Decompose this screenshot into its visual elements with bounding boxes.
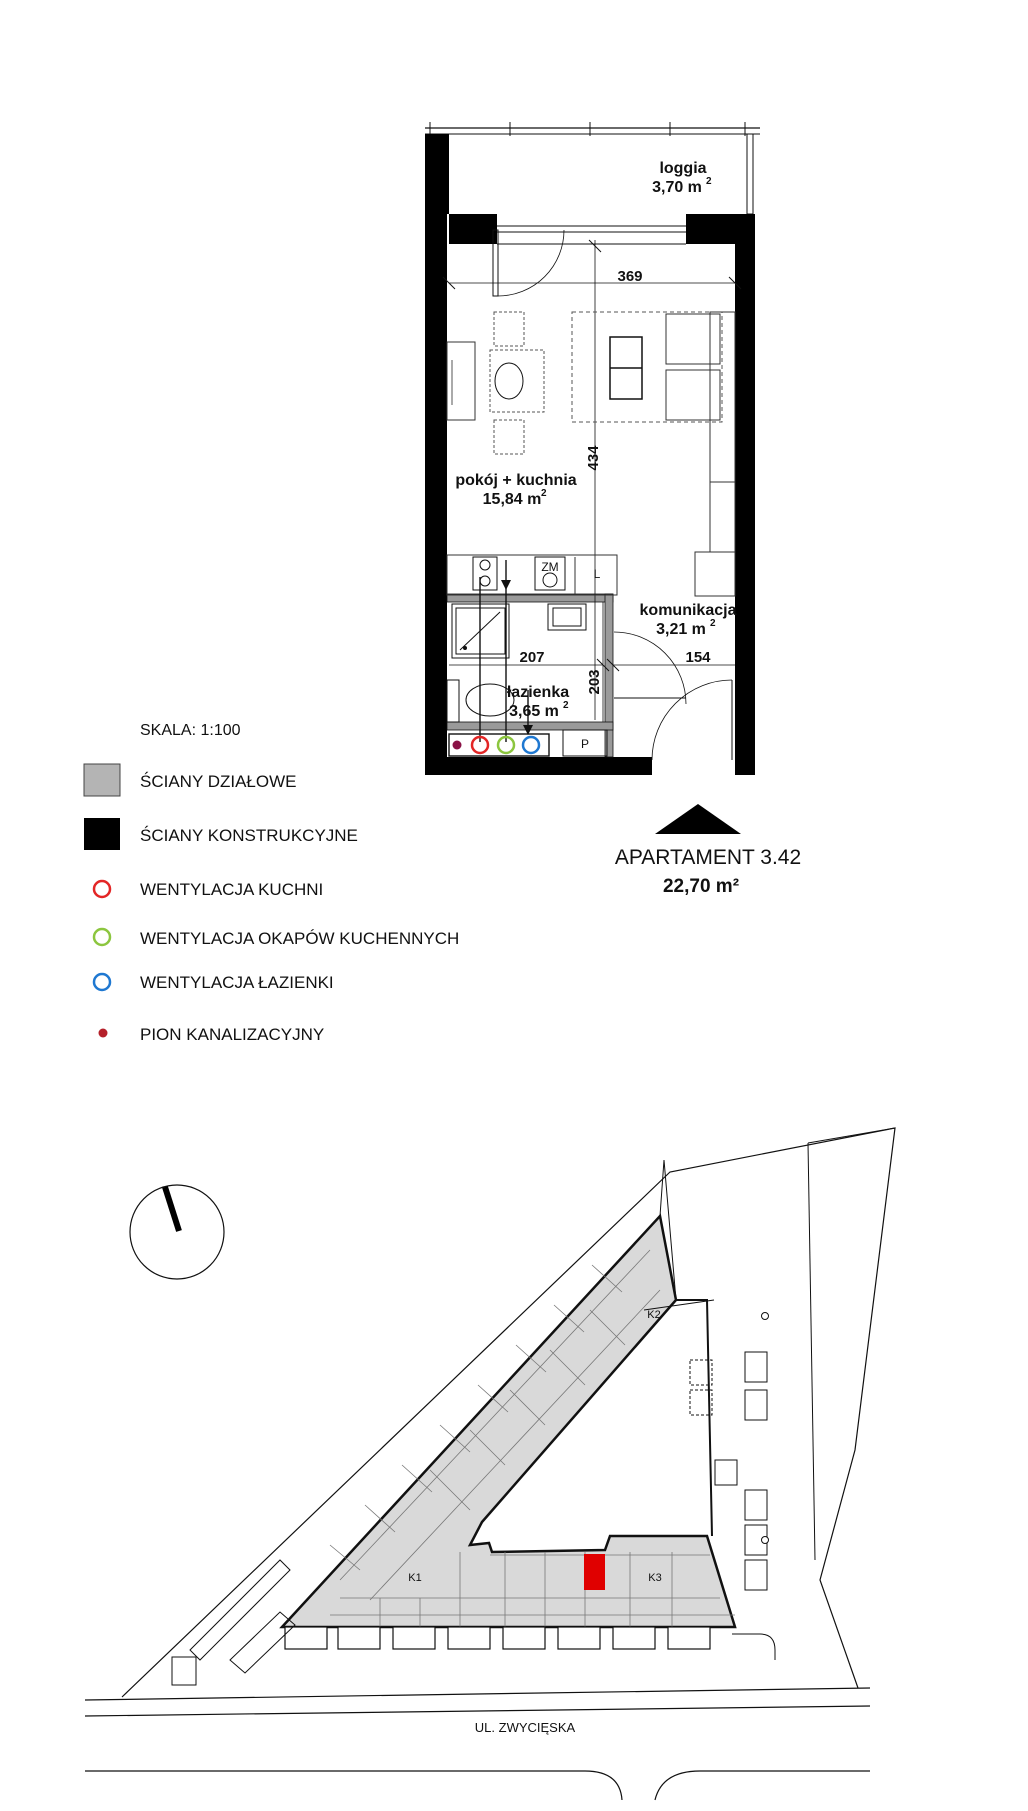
bath-area-sup: 2: [563, 700, 569, 711]
staircase-k2-label: K2: [647, 1309, 660, 1321]
dimension-154: 154: [685, 649, 711, 666]
scale-label: SKALA: 1:100: [140, 722, 241, 739]
legend-structural-walls: ŚCIANY KONSTRUKCYJNE: [140, 826, 358, 845]
boiler-label: P: [581, 737, 589, 751]
hall-area: 3,21 m: [656, 621, 706, 638]
compass: [129, 1184, 225, 1280]
staircase-k3-label: K3: [648, 1572, 661, 1584]
living-area-sup: 2: [541, 488, 547, 499]
black-square-icon: [84, 818, 120, 850]
legend-bathroom-ventilation: WENTYLACJA ŁAZIENKI: [140, 973, 334, 992]
bath-area: 3,65 m: [509, 703, 559, 720]
living-label: pokój + kuchnia: [455, 472, 576, 489]
staircase-k1-label: K1: [408, 1572, 421, 1584]
compass-circle-icon: [129, 1184, 225, 1280]
building-footprint: [279, 1213, 737, 1629]
blue-ring-icon: [92, 972, 112, 992]
apartment-plan: loggia 3,70 m 2 pokój + kuchnia 15,84 m …: [425, 122, 801, 897]
legend-sewer-riser: PION KANALIZACYJNY: [140, 1025, 324, 1044]
street-name: UL. ZWYCIĘSKA: [475, 1720, 576, 1735]
entrance-arrow-icon: [655, 804, 741, 834]
hall-label: komunikacja: [640, 602, 737, 619]
loggia-area-sup: 2: [706, 176, 712, 187]
hall-area-sup: 2: [710, 618, 716, 629]
legend-hood-ventilation: WENTYLACJA OKAPÓW KUCHENNYCH: [140, 929, 459, 948]
living-area: 15,84 m: [483, 491, 542, 508]
dimension-434: 434: [585, 445, 602, 471]
dimension-203: 203: [586, 669, 603, 694]
legend: SKALA: 1:100 ŚCIANY DZIAŁOWE ŚCIANY KONS…: [83, 722, 459, 1044]
red-ring-icon: [92, 879, 112, 899]
legend-partition-walls: ŚCIANY DZIAŁOWE: [140, 772, 297, 791]
loggia-area: 3,70 m: [652, 179, 702, 196]
bath-label: łazienka: [507, 684, 569, 701]
dimension-369: 369: [617, 268, 642, 285]
site-plan: UL. ZWYCIĘSKA: [84, 1127, 896, 1801]
washer-label: ZM: [541, 560, 558, 574]
green-ring-icon: [92, 927, 112, 947]
north-arrow-icon: [162, 1186, 182, 1232]
apartment-area: 22,70 m²: [663, 876, 739, 897]
red-dot-icon: [98, 1028, 108, 1038]
fridge-label: L: [594, 567, 601, 581]
apartment-name: APARTAMENT 3.42: [615, 846, 801, 869]
legend-kitchen-ventilation: WENTYLACJA KUCHNI: [140, 880, 323, 899]
loggia-label: loggia: [659, 160, 706, 177]
dimension-207: 207: [519, 649, 544, 666]
apartment-location-marker: [584, 1554, 605, 1590]
gray-square-icon: [83, 763, 121, 797]
